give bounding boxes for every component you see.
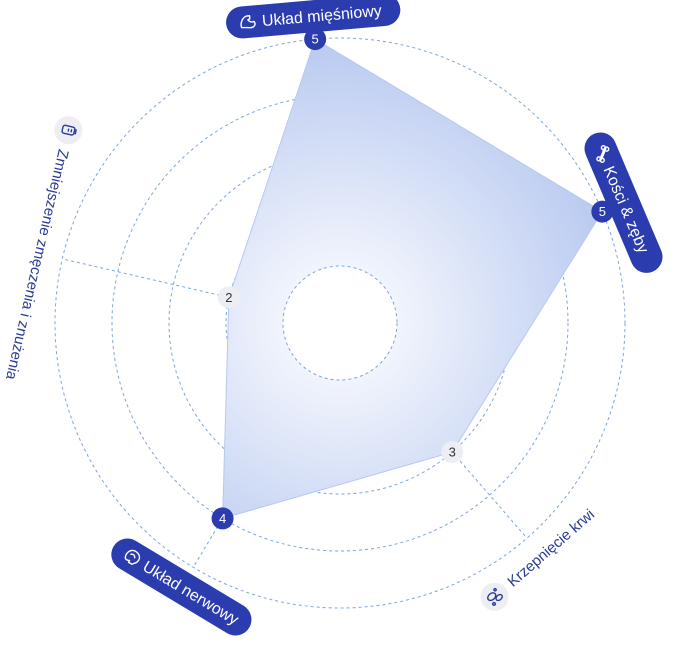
- axis-label-pill: [111, 538, 252, 636]
- blood-cells-icon: [487, 587, 503, 606]
- grid-ring: [111, 94, 569, 552]
- axis-label-group: Kości & zęby: [584, 132, 663, 273]
- battery-icon: [61, 124, 77, 136]
- value-label: 5: [312, 32, 319, 47]
- value-badge: [304, 28, 327, 51]
- axis-label-text: Krzepnięcie krwi: [504, 506, 598, 590]
- center-hole: [282, 265, 398, 381]
- value-marker: 4: [211, 507, 234, 530]
- hole-fill: [283, 266, 397, 380]
- axis-label-group: Krzepnięcie krwi: [480, 506, 598, 611]
- value-marker: 5: [304, 28, 327, 51]
- value-markers: 5 5 3 4 2: [211, 28, 614, 530]
- value-label: 5: [599, 204, 606, 219]
- axis-label-text: Zmniejszenie zmęczenia i znużenia: [2, 148, 72, 382]
- value-marker: 3: [441, 441, 464, 464]
- axis-label-text: Układ nerwowy: [140, 558, 242, 628]
- grid-ring: [54, 37, 626, 609]
- hole-ring: [282, 265, 398, 381]
- value-label: 2: [225, 290, 232, 305]
- value-label: 4: [219, 511, 226, 526]
- value-badge: [211, 507, 234, 530]
- axis-label-group: Układ nerwowy: [111, 538, 252, 636]
- value-badge: [441, 441, 464, 464]
- axis-label-group: Układ mięśniowy: [226, 0, 401, 39]
- axis-label-pill: [584, 132, 663, 273]
- brain-icon: [124, 549, 141, 565]
- value-marker: 2: [217, 286, 240, 309]
- data-area: [222, 38, 603, 519]
- value-badge: [217, 286, 240, 309]
- axis-label-icon-bg: [480, 582, 509, 611]
- value-label: 3: [449, 445, 456, 460]
- muscle-arm-icon: [240, 15, 256, 29]
- axis-label-group: Zmniejszenie zmęczenia i znużenia: [2, 116, 83, 382]
- data-polygon: [222, 38, 603, 519]
- bone-icon: [596, 145, 610, 163]
- axis-label-pill: [226, 0, 401, 39]
